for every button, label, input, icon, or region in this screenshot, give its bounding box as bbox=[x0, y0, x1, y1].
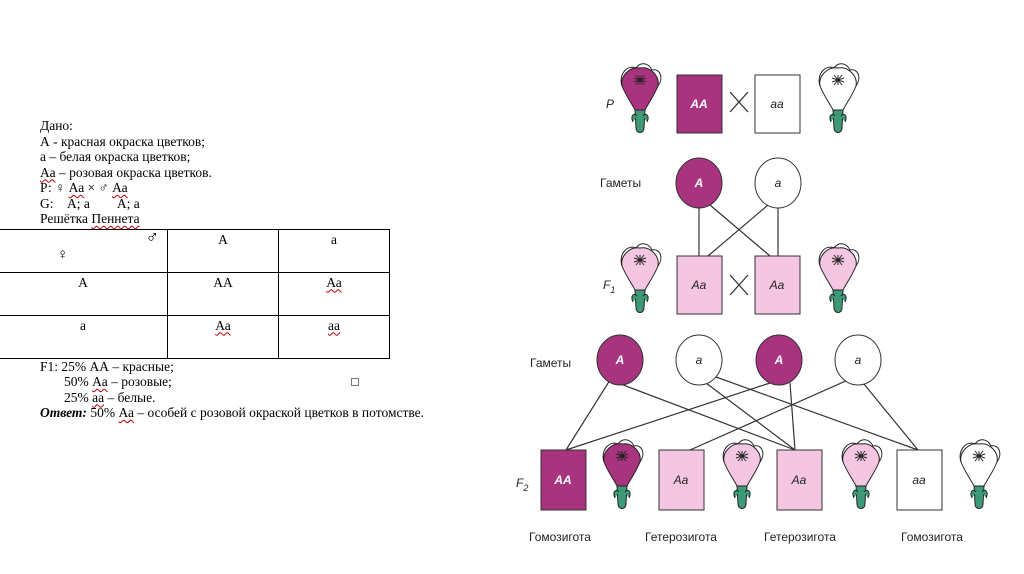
f2-letter: F bbox=[516, 476, 524, 490]
punnett-title-b: Пеннета bbox=[91, 211, 140, 226]
genotype-label: аа bbox=[770, 97, 784, 111]
male-symbol: ♂ bbox=[145, 226, 160, 247]
genotype-box bbox=[540, 449, 587, 511]
gametes-label-f1: Гаметы bbox=[530, 356, 571, 370]
flower-red-icon bbox=[602, 439, 644, 509]
answer-pct: 50% bbox=[86, 405, 119, 420]
given-line-3-rest: – розовая окраска цветков. bbox=[55, 164, 212, 180]
cross-icon bbox=[729, 274, 749, 296]
gamete-circle bbox=[675, 157, 723, 209]
result-2-rest: – розовые; bbox=[107, 374, 172, 389]
punnett-col-header: А bbox=[167, 228, 279, 273]
f2-generation-label: F2 bbox=[516, 476, 528, 493]
punnett-title: Решётка Пеннета bbox=[40, 211, 520, 227]
genotype-label: аа bbox=[912, 473, 926, 487]
cross-symbol: × ♂ bbox=[84, 180, 113, 195]
given-panel: Дано: А - красная окраска цветков; а – б… bbox=[0, 118, 520, 421]
table-resize-handle[interactable] bbox=[351, 378, 359, 386]
genotype-label: АА bbox=[553, 473, 571, 487]
f2-caption: Гомозигота bbox=[901, 530, 963, 544]
punnett-cell-text: Аа bbox=[215, 317, 231, 333]
flower-red-icon bbox=[620, 63, 662, 133]
punnett-cell-text: аа bbox=[328, 317, 340, 333]
given-line-2: а – белая окраска цветков; bbox=[40, 149, 191, 164]
genotype-box bbox=[658, 449, 705, 511]
answer-line: Ответ: 50% Аа – особей с розовой окраско… bbox=[40, 405, 520, 421]
genotype-box bbox=[776, 449, 823, 511]
flower-white-icon bbox=[959, 439, 1001, 509]
gamete-label: А bbox=[615, 353, 625, 367]
genotype-box bbox=[754, 74, 801, 134]
f2-caption: Гетерозигота bbox=[645, 530, 717, 544]
punnett-row-header: а bbox=[0, 314, 168, 359]
result-2-pct: 50% bbox=[64, 374, 93, 389]
gamete-circle bbox=[675, 334, 723, 386]
parents-line: Р: ♀ Аа × ♂ Аа bbox=[40, 180, 520, 196]
punnett-col-header: а bbox=[278, 228, 390, 273]
genotype-label: Аа bbox=[769, 278, 785, 292]
given-line-1: А - красная окраска цветков; bbox=[40, 133, 206, 149]
punnett-title-a: Решётка bbox=[40, 211, 92, 226]
genotype-label: Аа bbox=[791, 473, 807, 487]
gene-text: Аа bbox=[40, 164, 56, 180]
cross-icon bbox=[729, 91, 749, 113]
punnett-corner-cell: ♂ ♀ bbox=[0, 226, 168, 273]
flower-pink-icon bbox=[620, 243, 662, 313]
result-3-rest: – белые. bbox=[104, 389, 156, 405]
gamete-label: А bbox=[774, 353, 784, 367]
gamete-circle bbox=[596, 334, 644, 386]
result-3-pct: 25% bbox=[64, 389, 93, 405]
genotype-label: Аа bbox=[691, 278, 707, 292]
f2-caption: Гетерозигота bbox=[764, 530, 836, 544]
genotype-box bbox=[676, 255, 723, 315]
gamete-circle bbox=[755, 334, 803, 386]
flower-pink-icon bbox=[818, 243, 860, 313]
punnett-square: ♂ ♀ А а А АА Аа а Аа аа bbox=[0, 226, 390, 359]
genotype-label: Аа bbox=[673, 473, 689, 487]
result-line-1: F1: 25% АА – красные; bbox=[40, 358, 174, 374]
gamete-label: а bbox=[775, 176, 782, 190]
p-generation-label: P bbox=[606, 97, 614, 111]
answer-label: Ответ: bbox=[40, 405, 87, 420]
given-line-3: Аа – розовая окраска цветков. bbox=[40, 165, 520, 181]
answer-gene: Аа bbox=[118, 405, 135, 420]
parent-female-genotype: Аа bbox=[68, 180, 85, 195]
parents-prefix: Р: ♀ bbox=[40, 180, 69, 195]
result-3-gene: аа bbox=[92, 389, 105, 405]
punnett-cell: аа bbox=[278, 314, 390, 359]
f1-generation-label: F1 bbox=[603, 278, 615, 295]
f2-caption: Гомозигота bbox=[529, 530, 591, 544]
genotype-box bbox=[754, 255, 801, 315]
f1-subscript: 1 bbox=[610, 285, 615, 295]
gamete-label: а bbox=[696, 353, 703, 367]
given-title: Дано: bbox=[40, 118, 73, 133]
genotype-label: АА bbox=[689, 97, 707, 111]
punnett-cell: АА bbox=[167, 271, 279, 316]
parent-male-genotype: Аа bbox=[112, 180, 128, 195]
punnett-cell-text: Аа bbox=[326, 274, 342, 290]
gametes-label-p: Гаметы bbox=[600, 176, 641, 190]
genotype-box bbox=[896, 449, 943, 511]
genotype-box bbox=[676, 74, 723, 134]
gamete-circle bbox=[754, 157, 802, 209]
gamete-label: А bbox=[694, 176, 704, 190]
gamete-label: а bbox=[855, 353, 862, 367]
flower-pink-icon bbox=[722, 439, 764, 509]
result-2-gene: Аа bbox=[92, 374, 108, 389]
f1-letter: F bbox=[603, 278, 611, 292]
punnett-header-row: ♂ ♀ А а bbox=[0, 226, 390, 273]
female-symbol: ♀ bbox=[57, 246, 69, 263]
gametes-line: G: А; а А; а bbox=[40, 195, 140, 211]
answer-rest: – особей с розовой окраской цветков в по… bbox=[134, 405, 425, 420]
cross-lines bbox=[565, 204, 919, 451]
result-line-2: 50% Аа – розовые; bbox=[40, 374, 520, 390]
result-line-3: 25% аа – белые. bbox=[40, 390, 520, 406]
gamete-circle bbox=[834, 334, 882, 386]
flower-white-icon bbox=[818, 63, 860, 133]
punnett-row: а Аа аа bbox=[0, 314, 390, 359]
punnett-row-header: А bbox=[0, 271, 168, 316]
f2-subscript: 2 bbox=[522, 483, 528, 493]
flower-pink-icon bbox=[841, 439, 883, 509]
